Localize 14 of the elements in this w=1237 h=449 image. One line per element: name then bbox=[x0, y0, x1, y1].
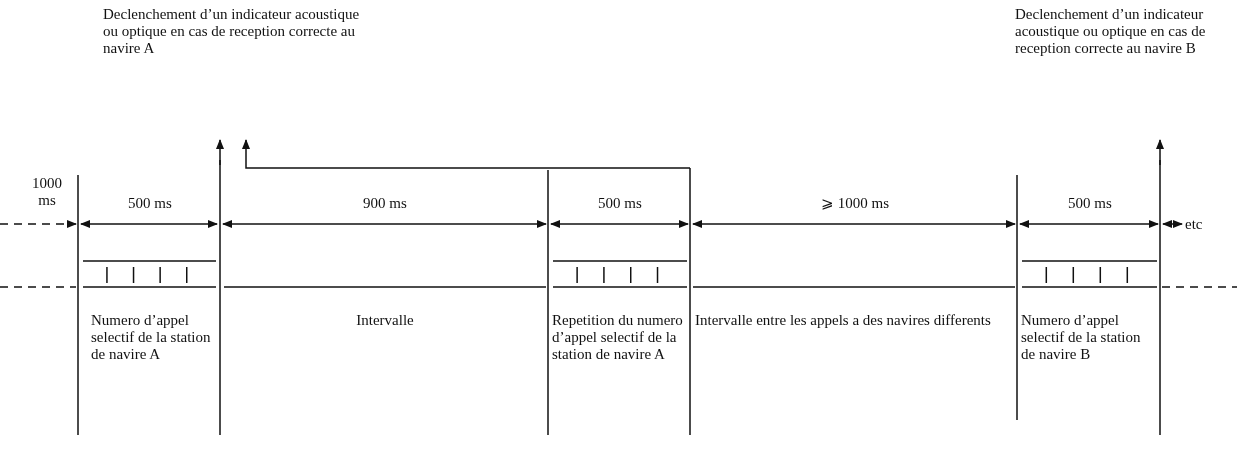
duration-label: 900 ms bbox=[362, 195, 408, 212]
segment-description: Numero d’appel selectif de la station de navire A bbox=[91, 312, 212, 363]
segment-description: Repetition du numero d’appel selectif de la station de navire A bbox=[552, 312, 684, 363]
segment-description: Intervalle entre les appels a des navires differents bbox=[695, 312, 992, 329]
annotation-text: Declenchement d’un indicateur acoustique ou optique en cas de reception correcte au navire B bbox=[1015, 6, 1207, 57]
duration-label: ⩾ 1000 ms bbox=[820, 195, 890, 212]
duration-label: 500 ms bbox=[127, 195, 173, 212]
segment-description: Intervalle bbox=[355, 312, 415, 329]
annotation-text: Declenchement d’un indicateur acoustique ou optique en cas de reception correcte au navire A bbox=[103, 6, 361, 57]
duration-label: 500 ms bbox=[1067, 195, 1113, 212]
etc-label: etc bbox=[1185, 216, 1204, 233]
duration-label: 500 ms bbox=[597, 195, 643, 212]
duration-label: 1000 ms bbox=[31, 175, 63, 209]
segment-description: Numero d’appel selectif de la station de navire B bbox=[1021, 312, 1142, 363]
